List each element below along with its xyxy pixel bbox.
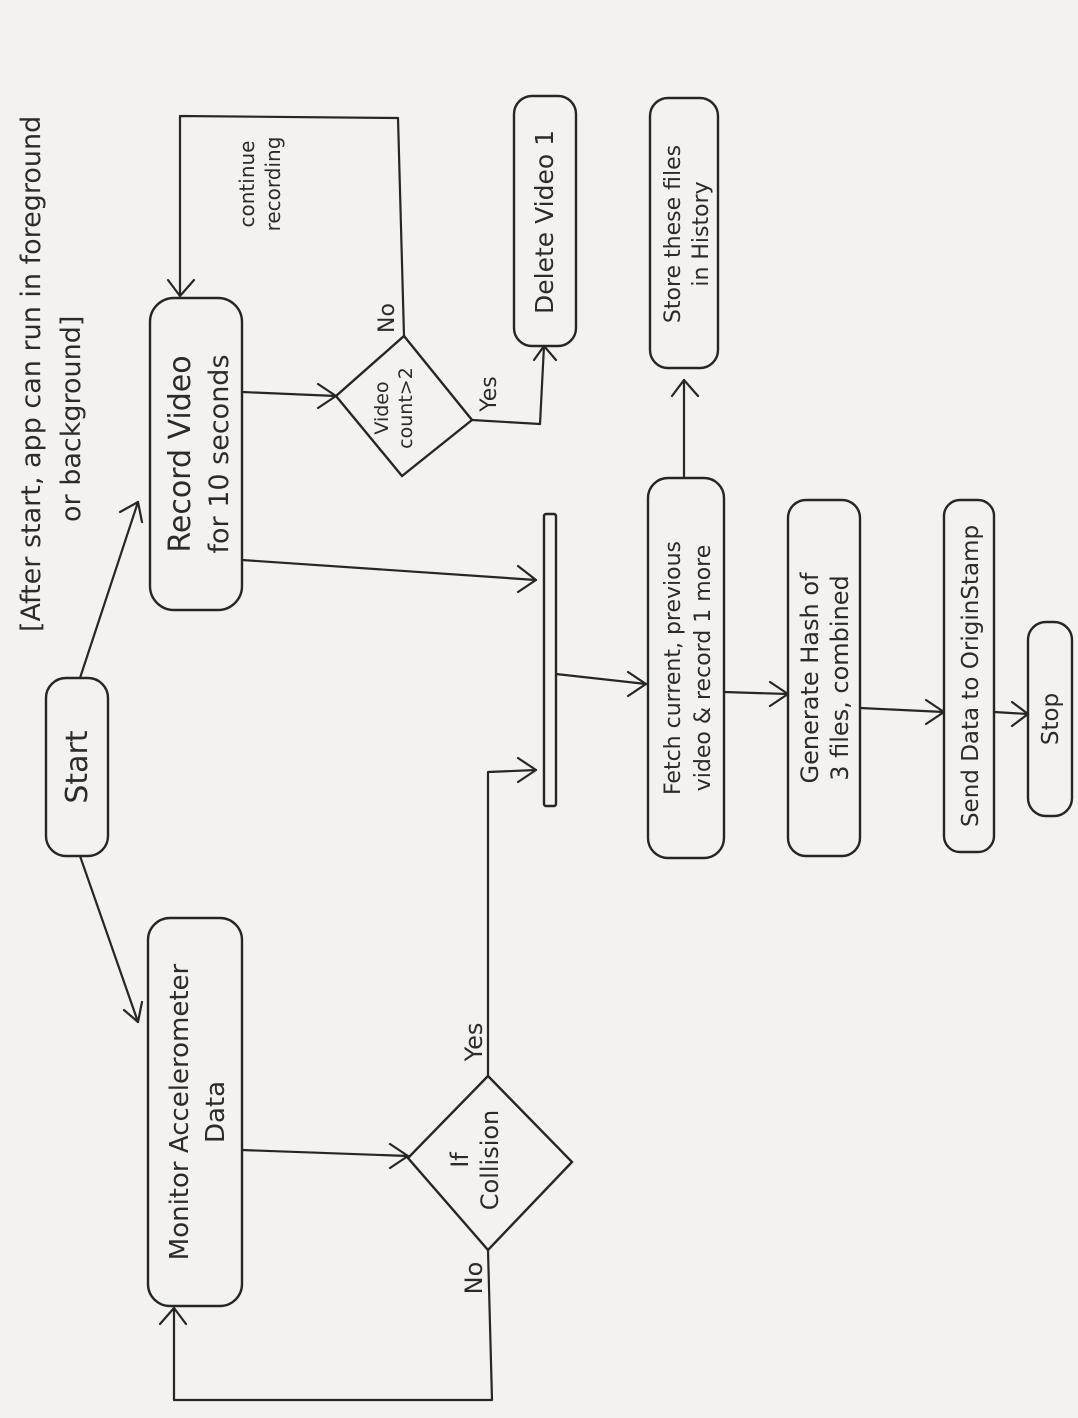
video-count-label-line1: Video [371,381,393,434]
connector-record-to-bar [240,558,538,594]
collision-no-label: No [460,1262,488,1295]
connector-bar-to-fetch [554,670,648,698]
start-label: Start [60,730,95,804]
connector-collision-yes-to-bar [486,756,538,1078]
generate-hash-node: Generate Hash of 3 files, combined [786,498,862,858]
collision-label-line2: Collision [476,1110,504,1211]
record-label-line2: for 10 seconds [204,354,235,553]
note-line2: or background] [56,316,87,522]
delete-label: Delete Video 1 [530,130,559,314]
record-label-line1: Record Video [163,355,198,552]
record-video-node: Record Video for 10 seconds [148,296,244,612]
connector-send-to-stop [992,700,1030,728]
fetch-label-line2: video & record 1 more [691,545,716,791]
connector-count-yes-to-delete [470,344,558,426]
monitor-label-line1: Monitor Accelerometer [165,963,195,1260]
connector-start-to-monitor [78,854,144,1024]
continue-recording-label-line1: continue [235,141,259,228]
stop-label: Stop [1038,693,1064,745]
stop-node: Stop [1026,620,1074,818]
delete-video-node: Delete Video 1 [512,94,578,348]
start-node: Start [44,676,110,858]
note: [After start, app can run in foreground … [16,116,87,632]
store-files-node: Store these files in History [648,96,720,370]
hash-label-line2: 3 files, combined [826,575,854,781]
sync-bar [542,512,558,808]
connector-record-to-count [240,382,338,410]
send-data-node: Send Data to OriginStamp [942,498,996,854]
hash-label-line1: Generate Hash of [796,572,824,784]
connector-fetch-to-hash [722,680,790,708]
count-no-label: No [375,303,400,333]
monitor-label-line2: Data [201,1081,231,1143]
fetch-label-line1: Fetch current, previous [661,541,686,795]
connector-monitor-to-collision [240,1142,410,1170]
collision-label-line1: If [446,1152,474,1168]
connector-fetch-to-store [670,378,700,480]
store-label-line2: in History [689,181,714,286]
monitor-accelerometer-node: Monitor Accelerometer Data [146,916,244,1308]
collision-yes-label: Yes [460,1023,488,1063]
connector-start-to-record [78,500,144,680]
store-label-line1: Store these files [661,145,686,323]
count-yes-label: Yes [477,376,502,413]
connector-collision-no-loop [158,1248,494,1402]
continue-recording-label-line2: recording [261,137,285,232]
video-count-decision: Video count>2 [334,334,474,478]
send-label: Send Data to OriginStamp [958,525,984,827]
connector-count-no-loop [166,114,406,338]
fetch-videos-node: Fetch current, previous video & record 1… [646,476,726,860]
connector-hash-to-send [858,698,946,726]
note-line1: [After start, app can run in foreground [16,116,47,632]
collision-decision: If Collision [406,1074,574,1252]
video-count-label-line2: count>2 [395,367,417,449]
